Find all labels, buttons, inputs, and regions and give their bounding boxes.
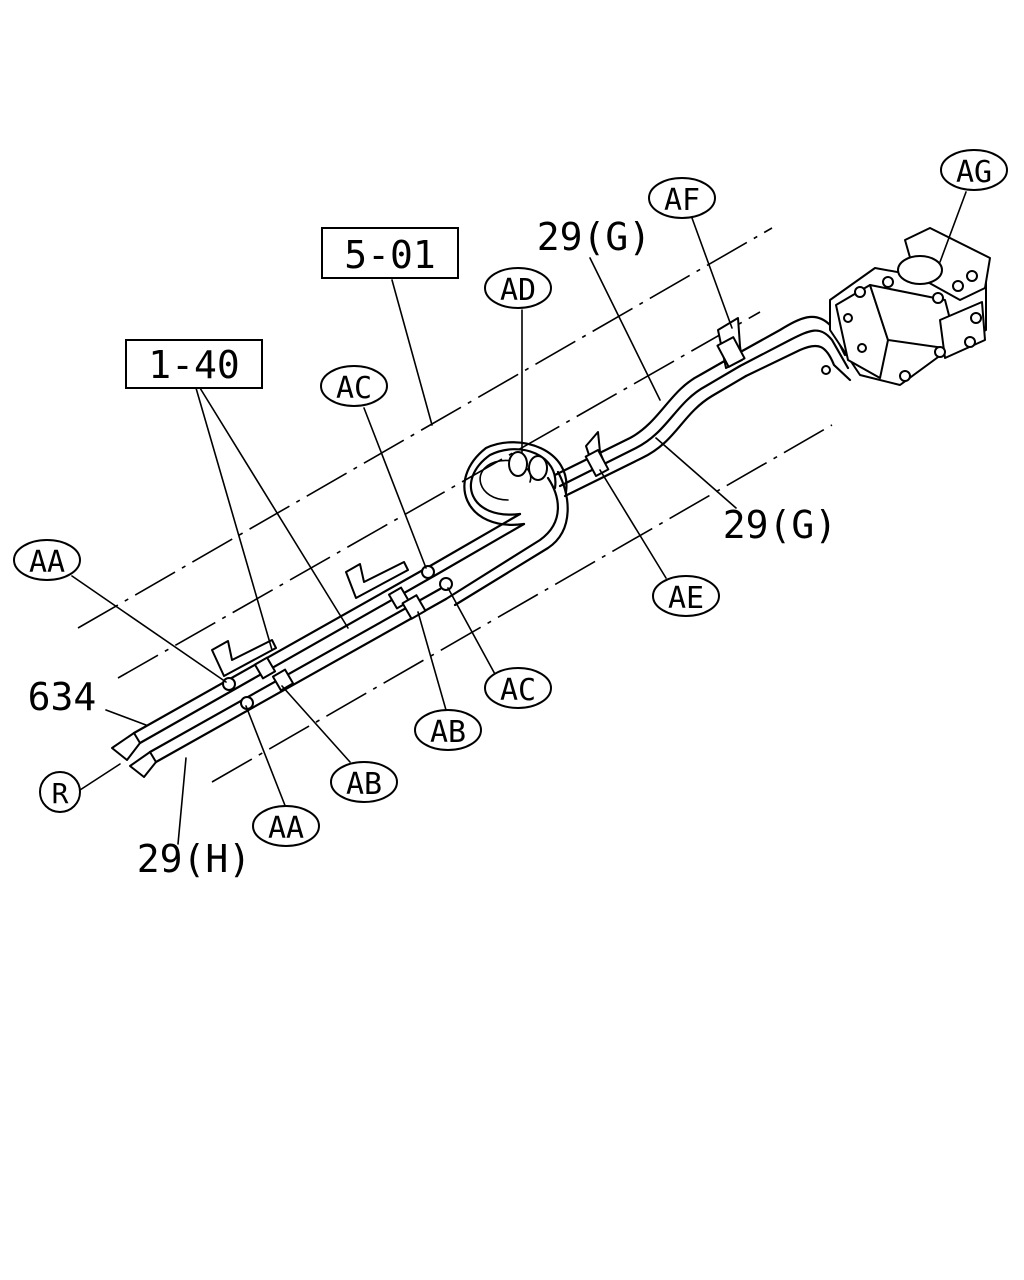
callout-aa-upper-bubble xyxy=(13,539,81,581)
leader-ae xyxy=(599,469,667,579)
callout-ad: AD xyxy=(500,273,536,308)
callout-ac-lower-bubble xyxy=(484,667,552,709)
callout-ae: AE xyxy=(668,581,704,616)
clip-aa-upper xyxy=(222,677,236,691)
leader-29h xyxy=(177,757,187,845)
pipe-29h-end xyxy=(129,751,157,778)
pipe-29h-to-coil-b xyxy=(453,470,569,607)
coil-loop-outer-b xyxy=(463,441,568,526)
callout-ab-right-bubble xyxy=(414,709,482,751)
part-number-29g-top: 29(G) xyxy=(537,215,651,259)
pipe-634-outline-a xyxy=(132,512,522,735)
callout-aa-lower: AA xyxy=(268,811,304,846)
bolt-3 xyxy=(932,292,944,304)
callout-ac-upper-bubble xyxy=(320,365,388,407)
callout-bubbles: AA AA AB AB AC AC AD AE AF AG R xyxy=(13,149,1008,847)
pipe-634-end xyxy=(111,732,141,761)
part-number-29h: 29(H) xyxy=(137,837,251,881)
part-numbers: 29(G) 29(G) 29(H) 634 xyxy=(28,215,838,881)
pipe-29g-run-a xyxy=(553,353,737,477)
clip-ab-left-a xyxy=(253,656,277,680)
fitting-2 xyxy=(857,343,867,353)
brake-pipe-assembly xyxy=(111,315,852,778)
leader-634 xyxy=(105,709,147,726)
bolt-4 xyxy=(952,280,964,292)
grommet-1 xyxy=(508,451,528,477)
ref-label-5-01: 5-01 xyxy=(344,233,436,277)
pipe-to-valve-c xyxy=(744,344,852,382)
pipe-29g-run-c xyxy=(563,374,748,498)
callout-ac-upper: AC xyxy=(336,371,372,406)
leader-ac-upper xyxy=(363,407,427,569)
valve-bracket-assembly xyxy=(821,227,991,386)
ref-box-1-40 xyxy=(125,339,263,389)
bolt-6 xyxy=(899,370,911,382)
clip-ac-lower xyxy=(439,577,453,591)
leader-ag xyxy=(939,191,967,263)
bracket-left xyxy=(211,639,277,677)
coil-loop-outer xyxy=(470,448,557,516)
clip-ab-left-b xyxy=(271,668,295,692)
callout-ac-lower: AC xyxy=(500,673,536,708)
part-number-634: 634 xyxy=(28,675,97,719)
leader-1-40-a xyxy=(195,387,273,651)
bolt-5 xyxy=(966,270,978,282)
bolt-2 xyxy=(882,276,894,288)
pipe-29h-outline-a xyxy=(148,587,442,754)
callout-r: R xyxy=(52,777,69,810)
pipe-634-outline-b xyxy=(138,522,526,745)
callout-ae-bubble xyxy=(652,575,720,617)
centre-lines xyxy=(77,227,833,783)
coil-loop-inner xyxy=(479,459,532,501)
centre-line-middle xyxy=(117,311,761,679)
fitting-1 xyxy=(843,313,853,323)
bracket-hole xyxy=(897,255,943,285)
pipe-29h-to-coil xyxy=(444,476,559,601)
callout-af-bubble xyxy=(648,177,716,219)
leader-29g-top xyxy=(589,257,661,401)
part-number-29g-right: 29(G) xyxy=(723,503,837,547)
centre-line-upper xyxy=(77,227,773,629)
pipe-29h-outline-b xyxy=(154,597,448,764)
callout-ag-bubble xyxy=(940,149,1008,191)
callout-ag: AG xyxy=(956,155,992,190)
leader-29g-right xyxy=(655,437,737,509)
leader-aa-lower xyxy=(245,705,287,809)
reference-boxes: 5-01 1-40 xyxy=(125,227,459,389)
leader-ac-lower xyxy=(447,587,497,677)
leader-5-01 xyxy=(391,279,433,426)
centre-line-lower xyxy=(211,424,833,783)
callout-r-bubble xyxy=(39,771,81,813)
clip-ac-upper xyxy=(421,565,435,579)
callout-aa-upper: AA xyxy=(29,545,65,580)
leader-ab-right xyxy=(417,611,447,711)
leader-ab-left xyxy=(281,685,351,763)
clip-af xyxy=(716,336,746,368)
callout-aa-lower-bubble xyxy=(252,805,320,847)
bolt-7 xyxy=(934,346,946,358)
callout-ab-right: AB xyxy=(430,715,466,750)
callout-ab-left-bubble xyxy=(330,761,398,803)
bolt-9 xyxy=(970,312,982,324)
leader-af xyxy=(691,217,733,329)
grommet-2 xyxy=(528,455,548,481)
callout-ab-left: AB xyxy=(346,767,382,802)
callout-ad-bubble xyxy=(484,267,552,309)
bolt-8 xyxy=(964,336,976,348)
bolt-1 xyxy=(854,286,866,298)
ref-label-1-40: 1-40 xyxy=(148,343,240,387)
callout-af: AF xyxy=(664,183,700,218)
pipe-to-valve-b xyxy=(738,329,850,370)
leader-aa-upper xyxy=(71,575,227,683)
pipe-29g-run-b xyxy=(558,364,742,488)
fitting-3 xyxy=(821,365,831,375)
ref-box-5-01 xyxy=(321,227,459,279)
leader-r xyxy=(79,763,121,791)
leader-1-40-b xyxy=(199,387,349,629)
leader-lines xyxy=(71,191,967,845)
bracket-middle xyxy=(345,561,409,599)
